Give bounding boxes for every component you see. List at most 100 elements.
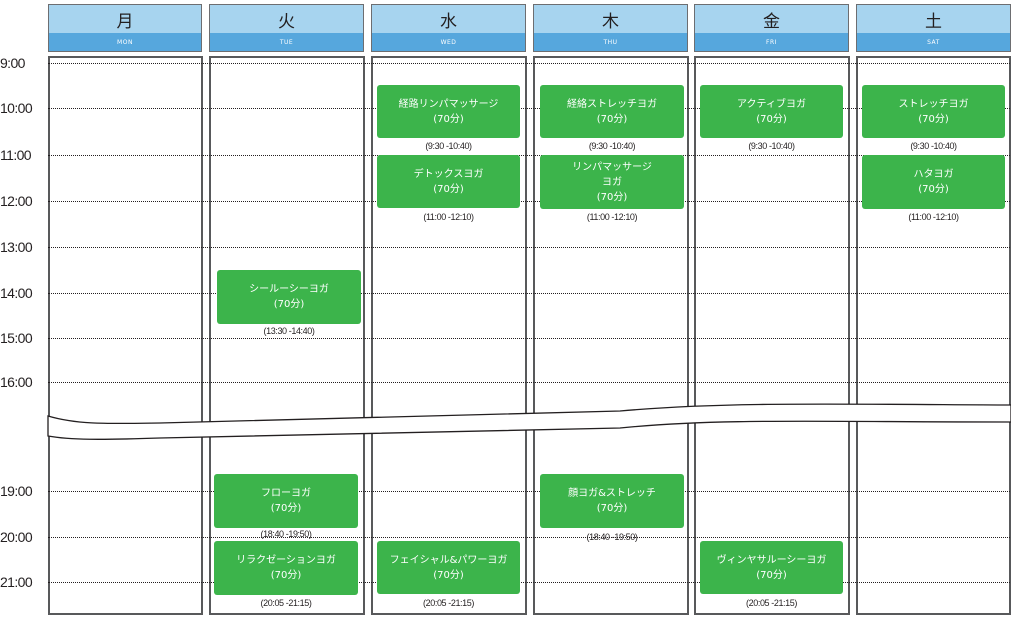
time-label: 13:00 [0, 239, 33, 255]
class-block-facial-power-yoga[interactable]: フェイシャル&パワーヨガ (70分) [377, 541, 520, 594]
time-label: 19:00 [0, 483, 33, 499]
time-label: 12:00 [0, 193, 33, 209]
class-block-shiru-shi-yoga[interactable]: シールーシーヨガ (70分) [217, 270, 361, 324]
class-name: 顔ヨガ&ストレッチ [568, 488, 656, 499]
class-time: (11:00 -12:10) [586, 212, 638, 222]
day-header-wed: 水 WED [371, 4, 526, 52]
day-column-sat [856, 56, 1011, 615]
class-block-flow-yoga[interactable]: フローヨガ (70分) [214, 474, 358, 528]
hour-gridline [48, 382, 1010, 383]
class-duration: (70分) [918, 113, 949, 125]
class-time: (11:00 -12:10) [908, 212, 959, 222]
class-duration: (70分) [273, 299, 305, 310]
class-time: (13:30 -14:40) [263, 326, 315, 336]
class-name: 経路リンパマッサージ [398, 98, 499, 110]
day-label-en: WED [372, 33, 525, 51]
day-label-jp: 月 [49, 5, 201, 33]
class-name: フローヨガ [261, 488, 311, 499]
day-column-tue [209, 56, 365, 615]
class-time: (9:30 -10:40) [425, 141, 472, 151]
class-duration: (70分) [596, 191, 628, 203]
time-label: 20:00 [0, 529, 33, 545]
class-duration: (70分) [270, 570, 302, 581]
day-header-fri: 金 FRI [694, 4, 849, 52]
hour-gridline [48, 582, 1010, 583]
class-block-keiraku-stretch-yoga[interactable]: 経絡ストレッチヨガ (70分) [540, 85, 684, 138]
class-block-detox-yoga[interactable]: デトックスヨガ (70分) [377, 155, 520, 208]
class-block-lymph-massage-yoga[interactable]: リンパマッサージ ヨガ (70分) [540, 155, 684, 209]
class-block-active-yoga[interactable]: アクティブヨガ (70分) [700, 85, 843, 138]
class-block-keiro-lymph-massage[interactable]: 経路リンパマッサージ (70分) [377, 85, 520, 138]
day-header-sat: 土 SAT [856, 4, 1011, 52]
class-block-vinyasa-yoga[interactable]: ヴィンヤサルーシーヨガ (70分) [700, 541, 843, 594]
class-time: (11:00 -12:10) [423, 212, 474, 222]
class-block-face-yoga-stretch[interactable]: 顔ヨガ&ストレッチ (70分) [540, 474, 684, 528]
time-label: 14:00 [0, 285, 33, 301]
class-name: ストレッチヨガ [898, 98, 969, 110]
day-column-mon [48, 56, 203, 615]
hour-gridline [48, 201, 1010, 202]
time-label: 10:00 [0, 100, 33, 116]
day-label-en: THU [534, 33, 687, 51]
class-name: リンパマッサージ [572, 161, 652, 173]
hour-gridline [48, 247, 1010, 248]
class-name-line2: ヨガ [602, 176, 622, 188]
time-label: 9:00 [0, 55, 25, 71]
time-label: 16:00 [0, 374, 33, 390]
class-name: ハタヨガ [913, 169, 954, 180]
class-duration: (70分) [756, 569, 787, 581]
time-label: 15:00 [0, 330, 33, 346]
hour-gridline [48, 293, 1010, 294]
day-column-wed [371, 56, 527, 615]
class-block-hatha-yoga[interactable]: ハタヨガ (70分) [862, 155, 1005, 209]
day-column-thu [533, 56, 689, 615]
hour-gridline [48, 491, 1010, 492]
class-name: ヴィンヤサルーシーヨガ [716, 554, 827, 566]
class-name: アクティブヨガ [737, 98, 806, 110]
day-header-thu: 木 THU [533, 4, 688, 52]
class-block-relaxation-yoga[interactable]: リラクゼーションヨガ (70分) [214, 541, 358, 595]
day-label-jp: 土 [857, 5, 1010, 33]
hour-gridline [48, 63, 1010, 64]
hour-gridline [48, 108, 1010, 109]
time-label: 11:00 [0, 147, 32, 163]
class-time: (9:30 -10:40) [748, 141, 795, 151]
day-label-en: MON [49, 33, 201, 51]
day-label-jp: 水 [372, 5, 525, 33]
day-label-en: TUE [210, 33, 363, 51]
class-name: フェイシャル&パワーヨガ [389, 554, 508, 566]
class-name: 経絡ストレッチヨガ [567, 98, 657, 110]
class-name: シールーシーヨガ [249, 284, 329, 295]
class-time: (18:40 -19:50) [586, 532, 638, 542]
class-time: (20:05 -21:15) [260, 598, 312, 608]
class-time: (20:05 -21:15) [746, 598, 797, 608]
hour-gridline [48, 537, 1010, 538]
day-label-jp: 火 [210, 5, 363, 33]
day-label-jp: 金 [695, 5, 848, 33]
class-block-stretch-yoga[interactable]: ストレッチヨガ (70分) [862, 85, 1005, 138]
time-label: 21:00 [0, 574, 33, 590]
day-label-jp: 木 [534, 5, 687, 33]
day-label-en: SAT [857, 33, 1010, 51]
class-time: (9:30 -10:40) [588, 141, 636, 151]
class-duration: (70分) [433, 113, 464, 125]
class-name: リラクゼーションヨガ [236, 555, 336, 566]
day-column-fri [694, 56, 850, 615]
class-time: (20:05 -21:15) [423, 598, 474, 608]
class-duration: (70分) [596, 113, 628, 125]
class-duration: (70分) [433, 569, 464, 581]
day-header-mon: 月 MON [48, 4, 202, 52]
hour-gridline [48, 338, 1010, 339]
day-label-en: FRI [695, 33, 848, 51]
class-duration: (70分) [756, 113, 787, 125]
class-time: (9:30 -10:40) [910, 141, 957, 151]
class-duration: (70分) [433, 183, 464, 195]
class-duration: (70分) [918, 184, 949, 195]
class-duration: (70分) [270, 503, 302, 514]
hour-gridline [48, 155, 1010, 156]
class-name: デトックスヨガ [413, 168, 484, 180]
day-header-tue: 火 TUE [209, 4, 364, 52]
class-duration: (70分) [596, 503, 628, 514]
class-time: (18:40 -19:50) [260, 529, 312, 539]
